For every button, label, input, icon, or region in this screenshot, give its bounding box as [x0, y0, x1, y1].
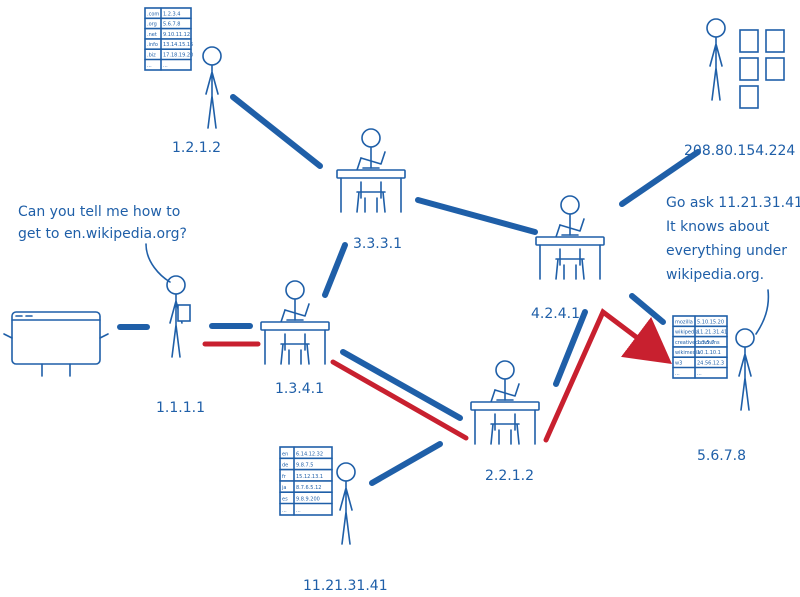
desk-resolver-1341 [260, 280, 330, 365]
table-cell-name: wikipedia [675, 330, 699, 336]
route-segment-1341-2212 [330, 359, 469, 441]
label-1212: 1.2.1.2 [172, 140, 221, 156]
web-documents-icon [739, 29, 785, 109]
table-cell-address: 15.12.13.1 [296, 474, 323, 480]
table-cell-name: .biz [147, 53, 156, 59]
table-cell-address: 17.18.19.20 [163, 53, 193, 59]
desk-resolver-3331 [336, 128, 406, 213]
table-cell-name: ... [675, 371, 680, 377]
desk-resolver-2212 [470, 360, 540, 445]
label-1341: 1.3.4.1 [275, 381, 324, 397]
link-1341-2212 [340, 349, 463, 421]
table-cell-name: ja [281, 485, 286, 491]
table-cell-address: 9.8.7.5 [296, 463, 314, 469]
table-cell-name: ... [282, 508, 287, 514]
label-3331: 3.3.3.1 [353, 236, 402, 252]
label-5678: 5.6.7.8 [697, 448, 746, 464]
answer-line-1: Go ask 11.21.31.41. [666, 195, 800, 211]
clipboard-icon [177, 304, 191, 322]
table-cell-address: 5.6.7.8 [163, 22, 181, 28]
table-cell-address: 9.10.11.12 [163, 32, 190, 38]
table-cell-name: en [282, 451, 288, 457]
answer-line-2: It knows about [666, 219, 770, 235]
table-cell-address: 13.14.15.16 [163, 42, 193, 48]
link-2212-4241 [553, 309, 588, 387]
table-cell-address: ... [296, 508, 301, 514]
link-3331-4241 [415, 197, 538, 235]
label-1111: 1.1.1.1 [156, 400, 205, 416]
table-cell-address: 24.56.12.3 [697, 361, 724, 367]
table-cell-name: mozilla [675, 319, 693, 325]
link-11213141-2212 [369, 441, 443, 486]
link-1212-3331 [230, 94, 323, 169]
dns-table-bottom: en 6.14.12.32 de 9.8.7.5 fr 15.12.13.1 ja 8.7.6… [279, 446, 333, 516]
label-208: 208.80.154.224 [684, 143, 795, 159]
link-3331-1341 [322, 242, 348, 298]
answer-line-4: wikipedia.org. [666, 267, 764, 283]
table-cell-address: 10.1.10.1 [697, 350, 721, 356]
table-cell-address: ... [697, 371, 702, 377]
link-4241-5678 [629, 293, 666, 325]
table-cell-address: 11.21.31.41 [697, 330, 727, 336]
speech-answer: Go ask 11.21.31.41. It knows about every… [666, 195, 800, 283]
label-11213141: 11.21.31.41 [303, 578, 388, 594]
table-cell-name: w3 [675, 361, 682, 367]
answer-bubble-tail [755, 289, 770, 335]
label-2212: 2.2.1.2 [485, 468, 534, 484]
table-cell-name: fr [282, 474, 287, 480]
desk-resolver-4241 [535, 195, 605, 280]
computer-icon [3, 311, 109, 377]
table-cell-address: 5.10.15.20 [697, 319, 724, 325]
person-wiki-dns-11213141 [336, 462, 356, 545]
link-4241-208 [619, 149, 701, 207]
table-cell-address: 8.7.6.5.12 [296, 485, 321, 491]
dns-table-top: .com 1.2.3.4 .org 5.6.7.8 .net 9.10.11.12 .inf… [144, 7, 193, 71]
table-cell-name: .info [147, 42, 158, 48]
answer-line-3: everything under [666, 243, 787, 259]
node-labels: 1.2.1.2 3.3.3.1 1.1.1.1 1.3.4.1 4.2.4.1 … [156, 140, 795, 594]
question-bubble-tail [145, 243, 171, 283]
question-line-1: Can you tell me how to [18, 204, 180, 220]
query-route [202, 308, 672, 443]
table-cell-name: .net [147, 32, 157, 38]
table-cell-address: 1.2.3.4 [163, 11, 181, 17]
table-cell-address: 9.8.9.200 [296, 497, 320, 503]
table-cell-name: de [282, 463, 288, 469]
table-cell-name: .org [147, 22, 157, 28]
route-segment-2212-5678-arrow [543, 308, 672, 443]
question-line-2: get to en.wikipedia.org? [18, 226, 187, 242]
table-cell-name: es [282, 497, 288, 503]
table-cell-address: ... [163, 63, 168, 69]
table-cell-name: ... [147, 63, 152, 69]
table-cell-name: creativecommons [675, 340, 720, 346]
speech-question: Can you tell me how to get to en.wikiped… [18, 204, 187, 242]
person-web-server-208 [706, 18, 726, 101]
person-root-server-1212 [202, 46, 222, 129]
label-4241: 4.2.4.1 [531, 306, 580, 322]
table-cell-address: 1.3.5.7 [697, 340, 715, 346]
person-tld-server-5678 [735, 328, 755, 411]
table-cell-name: wikimedia [675, 350, 700, 356]
table-cell-address: 6.14.12.32 [296, 451, 323, 457]
table-cell-name: .com [147, 11, 159, 17]
